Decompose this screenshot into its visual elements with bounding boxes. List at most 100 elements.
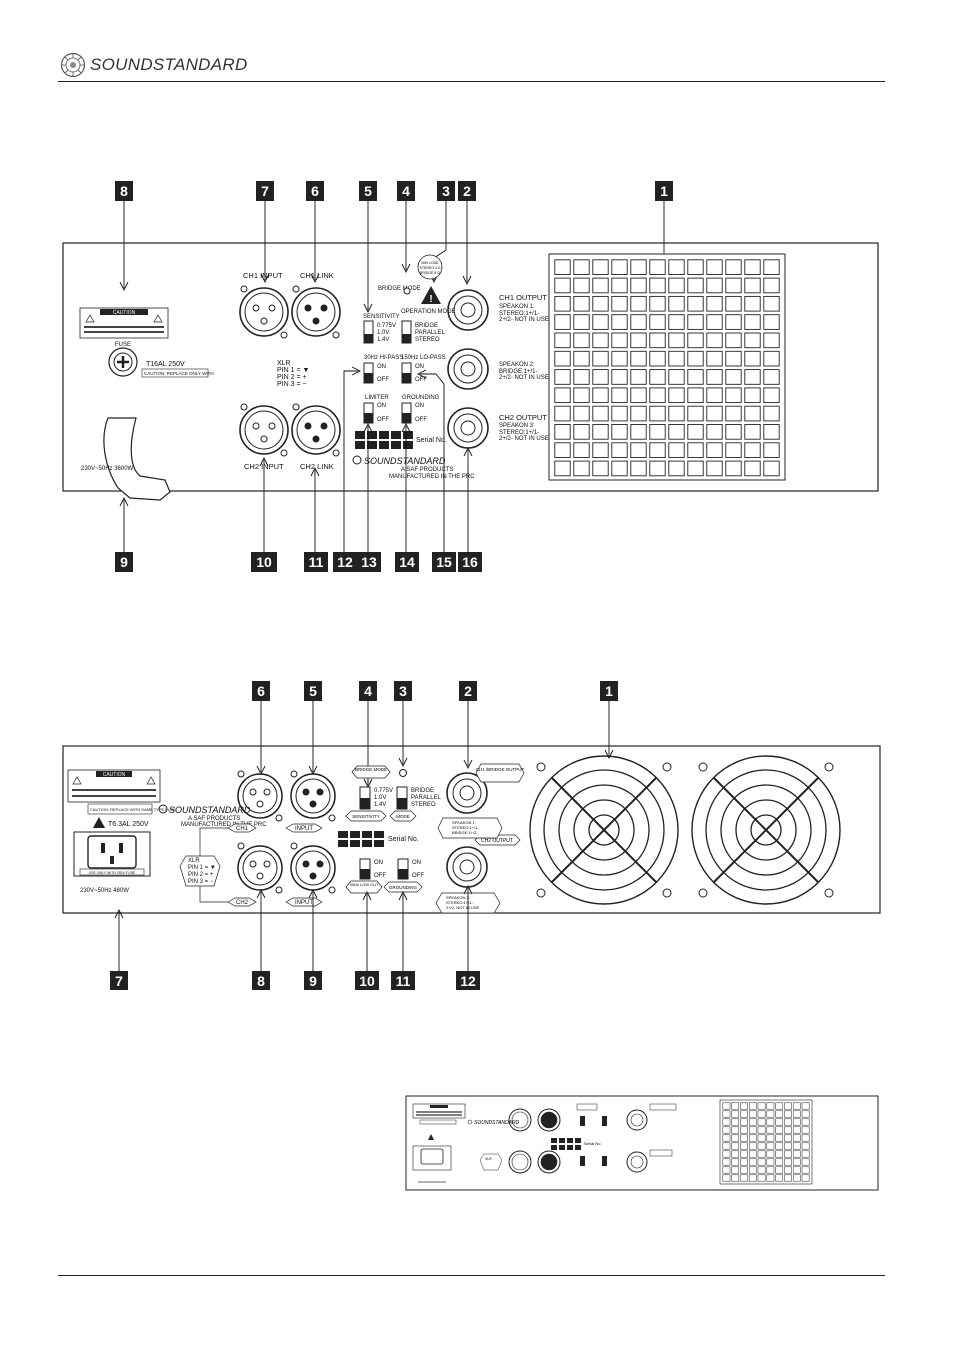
vent-slot (573, 314, 590, 330)
vent-slot (731, 1118, 740, 1126)
soundstandard-logo-icon (60, 52, 86, 78)
vent-slot (766, 1174, 775, 1182)
svg-text:1.0V: 1.0V (374, 795, 386, 801)
vent-slot (740, 1134, 748, 1142)
vent-slot (792, 1126, 801, 1134)
vent-slot (573, 369, 590, 385)
svg-text:PIN 1 = ▼: PIN 1 = ▼ (188, 865, 216, 871)
callout-13: 13 (357, 552, 381, 572)
svg-text:MIN LOAD: MIN LOAD (422, 261, 439, 265)
svg-text:XLR: XLR (188, 858, 200, 864)
xlr-ch1-link[interactable] (291, 285, 341, 339)
speakon-ch1-output[interactable] (447, 289, 489, 331)
vent-slot (740, 1126, 748, 1134)
svg-text:2+/2- NOT IN USE: 2+/2- NOT IN USE (499, 317, 549, 323)
vent-slot (554, 460, 571, 477)
vent-slot (757, 1134, 766, 1142)
leader-lines-top-1 (119, 201, 669, 314)
label-ch1-link: CH1 LINK (300, 271, 334, 280)
limiter-switch[interactable]: LIMITER ON OFF (363, 395, 389, 424)
vent-slot (784, 1110, 792, 1118)
xlr-ch2-input-2[interactable] (237, 842, 283, 894)
svg-text:CH1 OUTPUT: CH1 OUTPUT (499, 293, 547, 302)
svg-text:0.775V: 0.775V (377, 323, 396, 329)
lopass-switch[interactable]: 150Hz LO-PASS ON OFF (401, 355, 446, 384)
operation-mode-switch[interactable]: OPERATION MODE BRIDGE PARALLEL STEREO (401, 309, 456, 344)
svg-text:PIN 3 = −: PIN 3 = − (188, 879, 214, 885)
vent-slot (611, 369, 628, 385)
vent-slot (630, 332, 647, 349)
mode-switch-2[interactable]: BRIDGE PARALLEL STEREO MODE (389, 786, 442, 822)
callout-11: 11 (391, 971, 415, 991)
speakon-ch2-2[interactable] (446, 846, 488, 888)
xlr-ch2-link[interactable] (291, 403, 341, 457)
vent-slot (757, 1102, 766, 1110)
vent-slot (592, 369, 609, 385)
callout-8: 8 (115, 181, 133, 201)
vent-slot (668, 277, 685, 294)
callout-12: 12 (456, 971, 480, 991)
sensitivity-switch[interactable]: SENSITIVITY 0.775V 1.0V 1.4V (363, 314, 400, 344)
vent-slot (554, 350, 571, 367)
svg-text:CH2 OUTPUT: CH2 OUTPUT (499, 413, 547, 422)
vent-slot (630, 350, 647, 367)
vent-slot (573, 350, 590, 367)
xlr-ch1-input-2[interactable] (237, 770, 283, 822)
vent-slot (725, 332, 742, 349)
vent-slot (611, 350, 628, 367)
vent-slot (740, 1102, 748, 1110)
svg-text:ON: ON (415, 364, 424, 370)
vent-slot (611, 442, 628, 458)
iec-power-inlet[interactable]: USE ONLY WITH 250V FUSE (73, 831, 151, 877)
grounding-switch-2[interactable]: ON OFF GROUNDING (383, 858, 424, 893)
vent-slot (573, 442, 590, 458)
svg-text:SOUNDSTANDARD: SOUNDSTANDARD (364, 456, 446, 466)
vent-slot (649, 369, 666, 385)
svg-text:OFF: OFF (377, 377, 389, 383)
fan-grille-left (529, 755, 679, 905)
vent-slot (801, 1158, 810, 1166)
svg-text:LIMITER: LIMITER (365, 395, 389, 401)
svg-text:CAUTION: REPLACE ONLY WITH: CAUTION: REPLACE ONLY WITH (144, 371, 214, 376)
figure-rear-panel-large: 8 7 6 5 4 3 2 1 CAUTION FUSE T16AL 250V (0, 170, 954, 590)
xlr-ch1-link-2[interactable] (290, 770, 336, 822)
svg-text:11: 11 (396, 973, 411, 989)
sensitivity-switch-2[interactable]: 0.775V 1.0V 1.4V SENSITIVITY (345, 786, 393, 822)
svg-text:STEREO:1+/1-: STEREO:1+/1- (446, 900, 473, 905)
svg-text:BRIDGE 8 Ω: BRIDGE 8 Ω (420, 271, 440, 275)
figure-rear-panel-small: 6 5 4 3 2 1 CAUTION CAUTION: REPLACE WIT… (0, 680, 954, 991)
svg-text:BRIDGE: BRIDGE (411, 788, 434, 794)
vent-slot (554, 259, 571, 275)
vent-slot (766, 1166, 775, 1174)
xlr-ch2-input[interactable] (239, 403, 289, 457)
speakon-ch1-bridge-2[interactable] (446, 772, 488, 814)
xlr-ch1-input[interactable] (239, 285, 289, 339)
xlr-ch2-link-2[interactable] (290, 842, 336, 894)
svg-text:MANUFACTURED IN THE PRC: MANUFACTURED IN THE PRC (181, 822, 267, 828)
vent-slot (706, 424, 723, 440)
vent-slot (784, 1158, 792, 1166)
vent-slot (744, 295, 761, 312)
vent-slot (775, 1118, 784, 1126)
vent-slot (687, 259, 704, 275)
callout-11: 11 (304, 552, 328, 572)
fuse-holder-1[interactable]: FUSE (108, 342, 138, 377)
svg-text:CAUTION: CAUTION (103, 772, 126, 778)
svg-text:150Hz LO-PASS: 150Hz LO-PASS (401, 355, 446, 361)
vent-slot (649, 332, 666, 349)
svg-text:CAUTION: REPLACE WITH SAME TYP: CAUTION: REPLACE WITH SAME TYPE FUSE (90, 807, 176, 812)
hipass-switch[interactable]: 30Hz HI-PASS ON OFF (363, 355, 403, 384)
rear-panel-diagram-1: 8 7 6 5 4 3 2 1 CAUTION FUSE T16AL 250V (62, 181, 879, 572)
vent-slot (725, 295, 742, 312)
vent-slot (706, 259, 723, 275)
svg-text:12: 12 (460, 973, 476, 989)
svg-text:230V~50Hz 3600W: 230V~50Hz 3600W (81, 466, 134, 472)
vent-slot (687, 277, 704, 294)
lowcut-switch-2[interactable]: ON OFF 30Hz LOW CUT (345, 858, 386, 894)
speakon-bridge[interactable] (447, 348, 489, 390)
grounding-switch[interactable]: GROUNDING ON OFF (401, 395, 440, 424)
speakon-ch2-output[interactable] (447, 407, 489, 449)
panel-brand-2: SOUNDSTANDARD A SAF PRODUCTS MANUFACTURE… (158, 804, 267, 828)
callout-7: 7 (110, 971, 128, 991)
vent-slot (744, 424, 761, 440)
